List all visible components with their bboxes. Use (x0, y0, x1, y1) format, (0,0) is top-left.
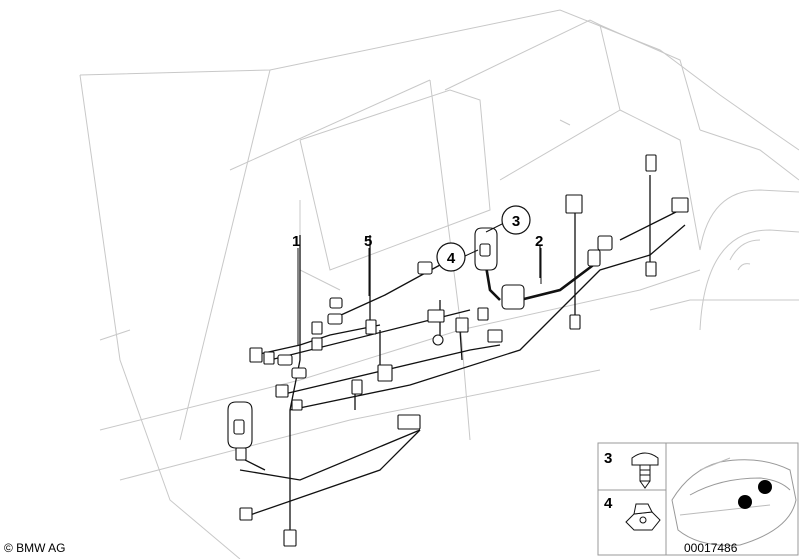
clip-nut-icon (625, 503, 661, 531)
copyright-text: © BMW AG (4, 541, 66, 555)
callout-4-circle: 4 (436, 242, 466, 272)
inset-label-3: 3 (604, 450, 612, 467)
callout-3: 3 (512, 213, 520, 230)
callout-2: 2 (535, 233, 543, 250)
location-dot-rear (758, 480, 772, 494)
vehicle-location-sketch (671, 457, 797, 546)
expanding-rivet-icon (631, 452, 659, 489)
harness-connectors (227, 154, 689, 547)
callout-1: 1 (292, 233, 300, 250)
callout-4: 4 (447, 250, 456, 267)
inset-label-4: 4 (604, 495, 613, 512)
fastener-inset: 3 4 (597, 442, 799, 556)
callout-leaders (297, 223, 542, 345)
part-number: 00017486 (684, 541, 738, 555)
location-dot-front (738, 495, 752, 509)
callout-3-circle: 3 (501, 205, 531, 235)
callout-5: 5 (364, 233, 372, 250)
